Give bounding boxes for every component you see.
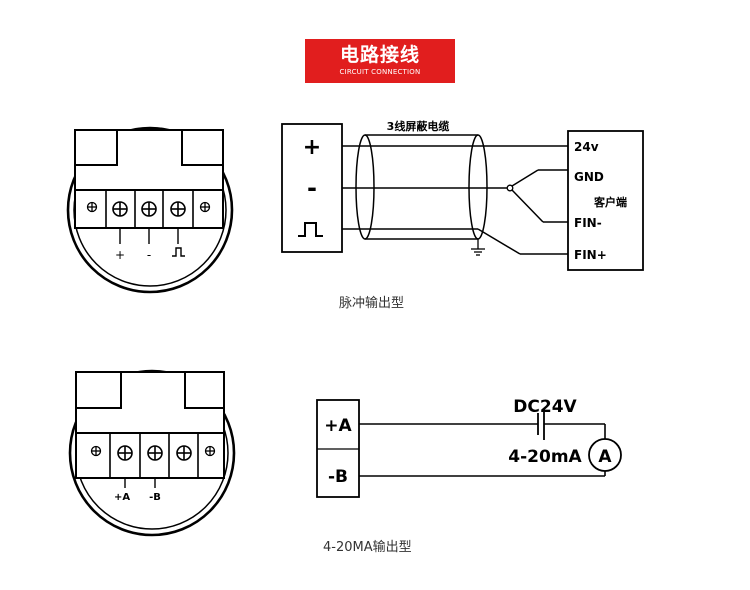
terminal-screw [117,445,133,461]
pulse-symbol-icon [172,247,185,257]
pulse-caption: 脉冲输出型 [339,296,405,311]
section-title: 电路接线 [339,44,420,66]
board-label-plus-a: +A [114,492,130,503]
sensor-terminal-plus: + [303,135,321,160]
board-screw [90,445,102,457]
client-label: 客户端 [593,195,627,209]
terminal-screw [112,201,128,217]
pulse-board: + - [66,126,234,294]
client-terminal-block [567,130,644,271]
board-label-minus-b: -B [149,492,161,503]
terminal-screw [141,201,157,217]
current-caption: 4-20MA输出型 [323,540,412,555]
terminal-screw [170,201,186,217]
sensor-terminal-block [281,123,343,253]
terminal-screw [176,445,192,461]
client-pin-fin-minus: FIN- [574,216,602,230]
board-screw [86,201,98,213]
terminal-screw [147,445,163,461]
pulse-terminal-icon [298,222,323,237]
meter-label: 4-20mA [508,447,582,467]
terminal-minus-b: -B [328,467,348,487]
ammeter-symbol: A [598,447,612,467]
board-screw [204,445,216,457]
current-wiring: +A -B DC24V A 4-20mA [316,397,622,498]
client-pin-gnd: GND [574,170,604,184]
cable-label: 3线屏蔽电缆 [387,119,450,133]
client-pin-fin-plus: FIN+ [574,248,607,262]
board-label-minus: - [147,248,151,262]
board-label-plus: + [115,248,125,262]
section-banner: 电路接线 CIRCUIT CONNECTION [305,39,455,83]
supply-label: DC24V [513,397,577,417]
pulse-wiring: + - 3线屏蔽电缆 24v GND 客户端 FIN- FIN+ [281,119,644,271]
section-subtitle: CIRCUIT CONNECTION [339,68,421,76]
client-pin-24v: 24v [574,140,599,154]
sensor-terminal-minus: - [307,174,317,202]
current-board: +A -B [68,369,236,537]
terminal-plus-a: +A [324,416,352,436]
board-screw [199,201,211,213]
